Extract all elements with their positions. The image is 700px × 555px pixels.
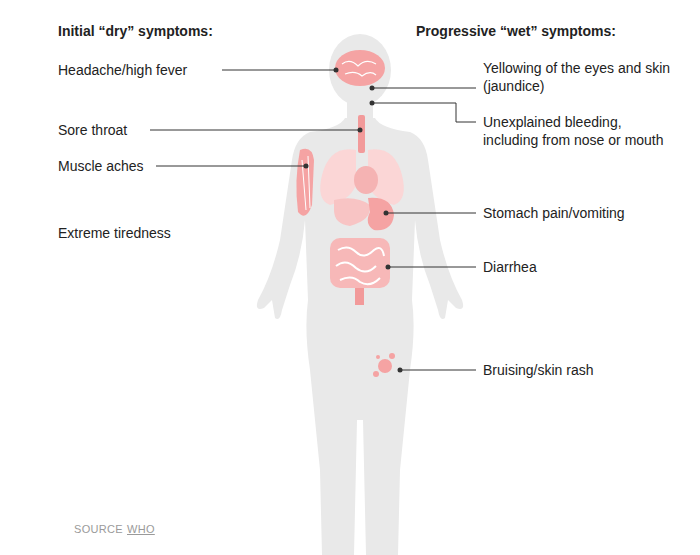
intestines: [330, 238, 390, 288]
column-heading: Initial “dry” symptoms:: [58, 22, 213, 40]
left-lung: [320, 149, 356, 205]
source-link: WHO: [127, 520, 155, 538]
symptom-label: Unexplained bleeding, including from nos…: [483, 113, 668, 149]
symptom-label: Muscle aches: [58, 157, 144, 175]
leader-dots: [304, 68, 403, 373]
organs: [296, 50, 403, 377]
stomach: [368, 198, 394, 230]
column-heading: Progressive “wet” symptoms:: [416, 22, 616, 40]
trachea: [358, 115, 365, 153]
heart: [354, 166, 378, 194]
arm-muscle: [296, 149, 314, 216]
symptom-label: Sore throat: [58, 121, 127, 139]
symptom-label: Diarrhea: [483, 258, 537, 276]
rash: [378, 359, 392, 373]
brain: [335, 50, 385, 86]
symptom-label: Stomach pain/vomiting: [483, 204, 625, 222]
liver: [334, 198, 370, 226]
symptom-label: Extreme tiredness: [58, 224, 171, 242]
symptom-label: Bruising/skin rash: [483, 361, 594, 379]
symptom-label: Yellowing of the eyes and skin (jaundice…: [483, 59, 673, 95]
body-silhouette: [257, 34, 463, 555]
symptom-label: Headache/high fever: [58, 61, 187, 79]
source-note: SOURCE: [74, 520, 123, 538]
leader-lines: [150, 70, 476, 370]
